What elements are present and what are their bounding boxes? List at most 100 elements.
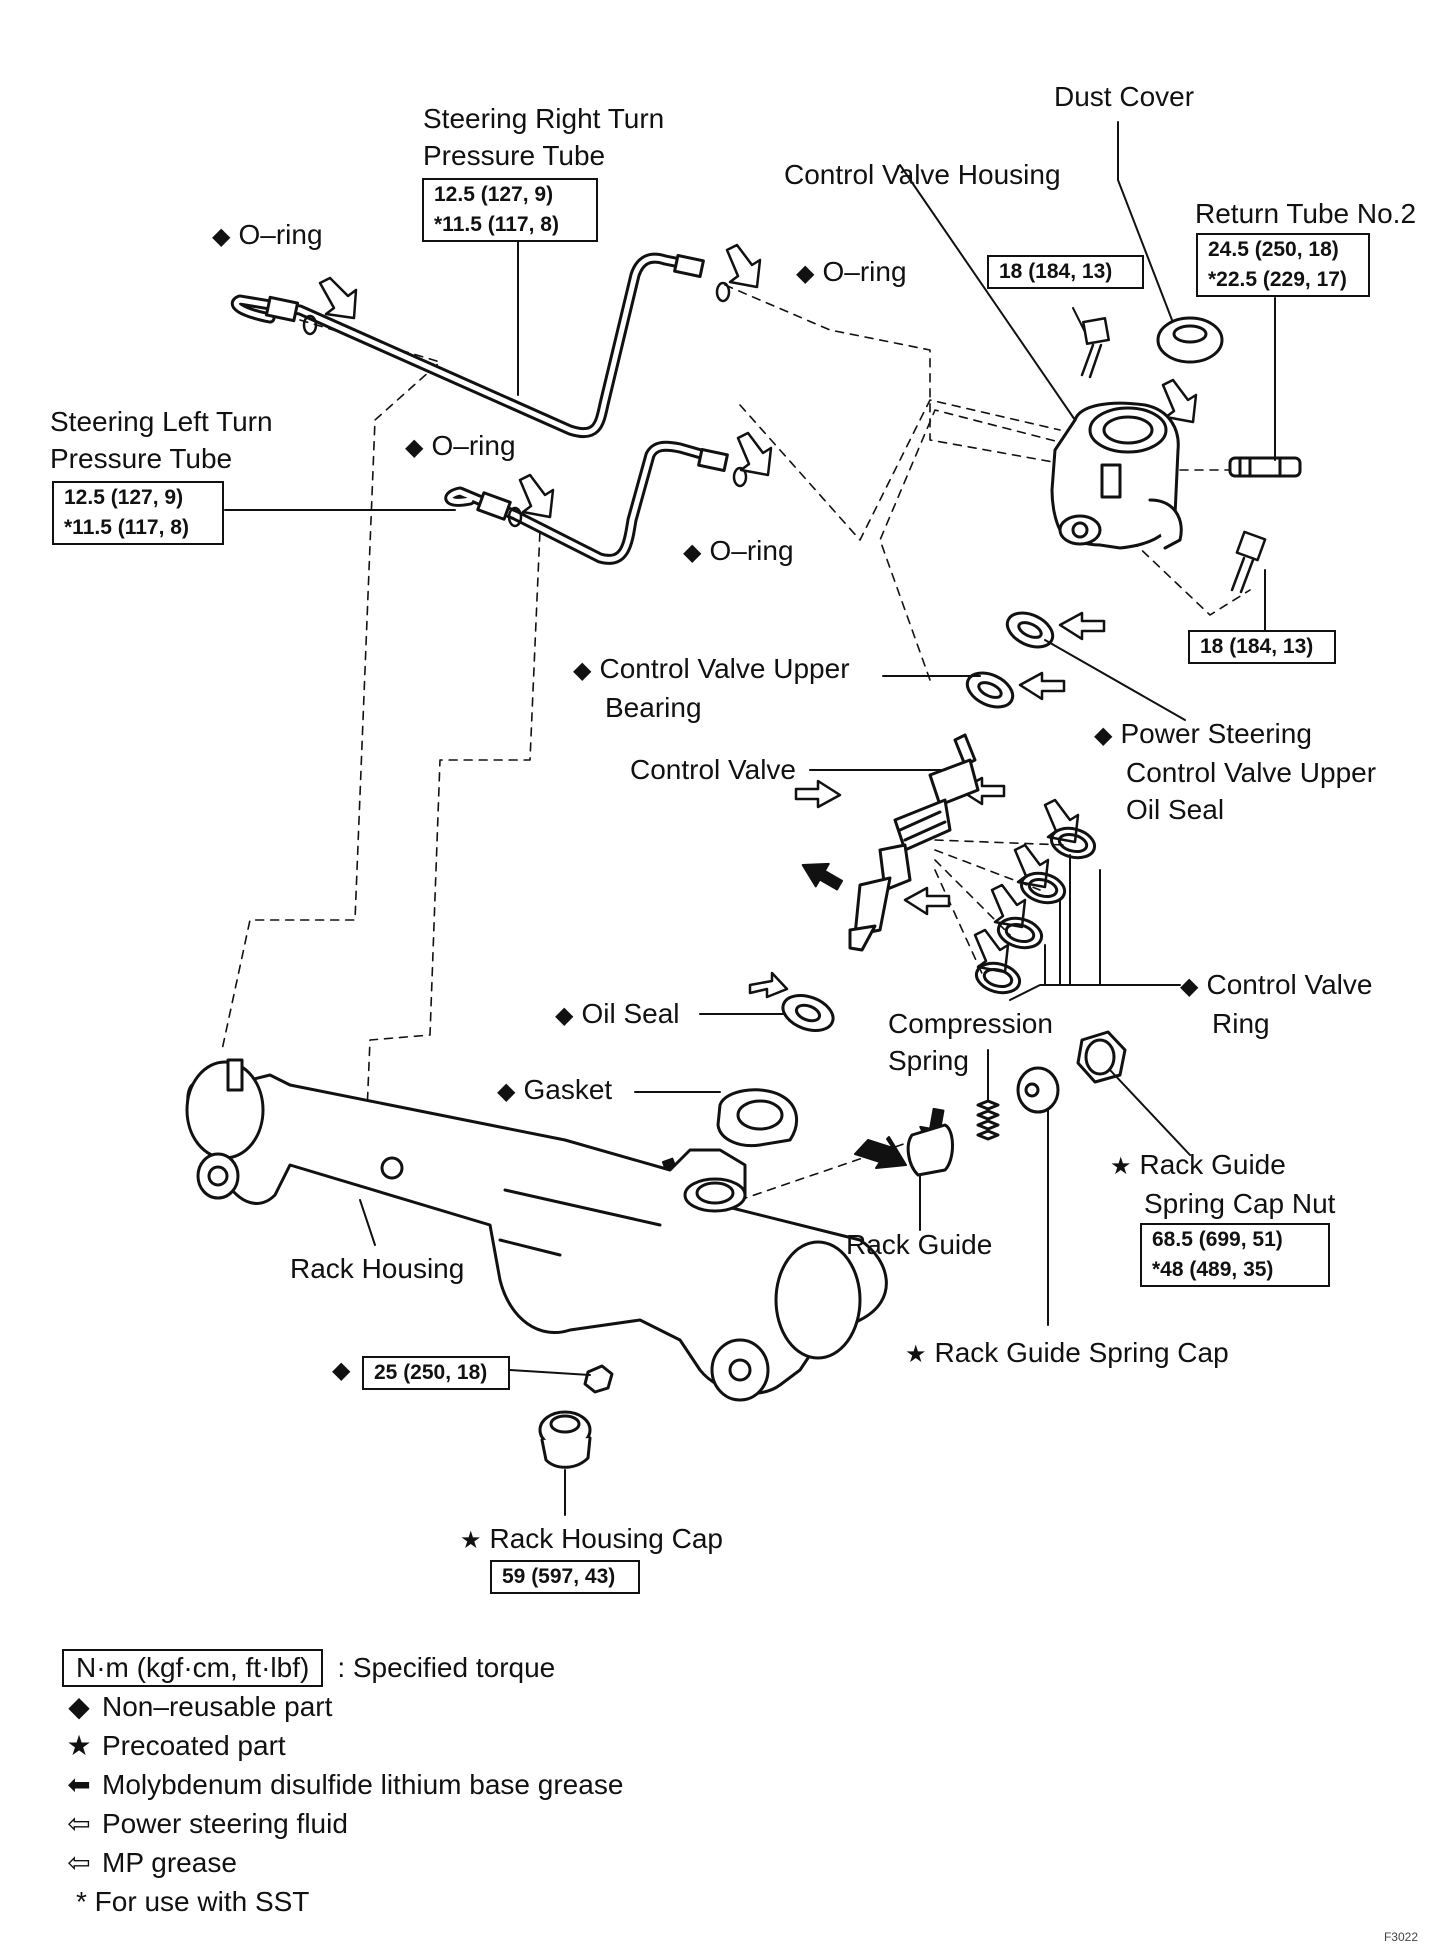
housing-bolt-top-torque: 18 (184, 13) bbox=[987, 255, 1144, 289]
diamond-icon: ◆ bbox=[68, 1691, 90, 1722]
gasket-label: ◆ Gasket bbox=[497, 1071, 612, 1110]
spring-cap-nut-label: ★ Rack Guide Spring Cap Nut bbox=[1110, 1146, 1335, 1222]
precoated-icon: ★ bbox=[905, 1341, 927, 1368]
left-tube-torque: 12.5 (127, 9) *11.5 (117, 8) bbox=[52, 481, 224, 545]
return-tube-torque-std: 24.5 (250, 18) bbox=[1208, 238, 1339, 261]
legend: N·m (kgf·cm, ft·lbf): Specified torque ◆… bbox=[62, 1648, 623, 1921]
legend-moly-grease: ⬅ Molybdenum disulfide lithium base greas… bbox=[62, 1765, 623, 1804]
cv-upper-bearing-line2: Bearing bbox=[605, 692, 702, 723]
spring-cap-label: ★ Rack Guide Spring Cap bbox=[905, 1334, 1229, 1373]
non-reusable-icon: ◆ bbox=[555, 1002, 574, 1029]
spring-line1: Compression bbox=[888, 1008, 1053, 1039]
ps-seal-line1: Power Steering bbox=[1120, 718, 1312, 749]
oil-seal bbox=[781, 994, 835, 1032]
legend-non-reusable: ◆ Non–reusable part bbox=[62, 1687, 623, 1726]
left-turn-pressure-tube bbox=[444, 440, 729, 565]
nut-torque-sst: *48 (489, 35) bbox=[1152, 1258, 1274, 1281]
control-valve-label: Control Valve bbox=[630, 754, 797, 785]
oring-label-4: ◆ O–ring bbox=[683, 532, 794, 571]
compression-spring-label: Compression Spring bbox=[888, 1005, 1053, 1079]
oil-seal-label: ◆ Oil Seal bbox=[555, 995, 680, 1034]
legend-moly-text: Molybdenum disulfide lithium base grease bbox=[102, 1769, 624, 1800]
non-reusable-icon: ◆ bbox=[497, 1078, 516, 1105]
right-turn-pressure-tube bbox=[230, 252, 705, 439]
non-reusable-icon: ◆ bbox=[573, 657, 592, 684]
gasket bbox=[716, 1088, 799, 1148]
rack-guide-label: Rack Guide bbox=[846, 1229, 993, 1260]
left-tube-label: Steering Left Turn Pressure Tube bbox=[50, 403, 273, 477]
legend-non-reusable-text: Non–reusable part bbox=[102, 1691, 333, 1722]
rack-housing-label: Rack Housing bbox=[290, 1253, 465, 1284]
spring-cap-nut-torque: 68.5 (699, 51) *48 (489, 35) bbox=[1140, 1223, 1330, 1287]
oring-text: O–ring bbox=[431, 430, 516, 461]
cv-ring-line2: Ring bbox=[1212, 1008, 1270, 1039]
oring-label-2: ◆ O–ring bbox=[796, 253, 907, 292]
dust-cover-label: Dust Cover bbox=[1054, 81, 1195, 112]
upper-bearing-and-seal bbox=[965, 611, 1055, 709]
star-icon: ★ bbox=[66, 1730, 92, 1761]
ps-upper-oil-seal-label: ◆ Power Steering Control Valve Upper Oil … bbox=[1094, 715, 1376, 828]
left-tube-torque-sst: *11.5 (117, 8) bbox=[64, 516, 189, 539]
right-tube-torque-sst: *11.5 (117, 8) bbox=[434, 213, 559, 236]
nut-line1: Rack Guide bbox=[1139, 1149, 1286, 1180]
gasket-text: Gasket bbox=[523, 1074, 613, 1105]
rack-housing-cap-torque: 59 (597, 43) bbox=[490, 1560, 640, 1594]
precoated-icon: ★ bbox=[460, 1527, 482, 1554]
rack-guide-parts bbox=[906, 1030, 1127, 1177]
housing-nut-torque: 25 (250, 18) bbox=[362, 1356, 510, 1390]
housing-nut-marker: ◆ bbox=[332, 1350, 358, 1389]
right-tube-label: Steering Right Turn Pressure Tube bbox=[423, 100, 664, 174]
nut-line2: Spring Cap Nut bbox=[1144, 1188, 1336, 1219]
oring-label-1: ◆O–ring bbox=[212, 216, 323, 255]
nut-torque-std: 68.5 (699, 51) bbox=[1152, 1228, 1283, 1251]
oring-text: O–ring bbox=[238, 219, 323, 250]
legend-torque: N·m (kgf·cm, ft·lbf): Specified torque bbox=[62, 1648, 623, 1687]
housing-nut-and-cap bbox=[538, 1364, 614, 1469]
non-reusable-icon: ◆ bbox=[1180, 973, 1199, 1000]
oil-seal-text: Oil Seal bbox=[581, 998, 680, 1029]
oring-text: O–ring bbox=[709, 535, 794, 566]
figure-id: F3022 bbox=[1383, 1930, 1418, 1944]
left-tube-label-line2: Pressure Tube bbox=[50, 443, 233, 474]
non-reusable-icon: ◆ bbox=[1094, 722, 1113, 749]
dust-cover bbox=[1156, 316, 1224, 364]
ps-seal-line2: Control Valve Upper bbox=[1126, 757, 1377, 788]
right-tube-label-line2: Pressure Tube bbox=[423, 140, 606, 171]
control-valve bbox=[848, 733, 980, 952]
right-tube-torque-std: 12.5 (127, 9) bbox=[434, 183, 554, 206]
cv-upper-bearing-label: ◆ Control Valve Upper Bearing bbox=[573, 650, 850, 726]
oring-label-3: ◆ O–ring bbox=[405, 427, 516, 466]
return-tube-torque: 24.5 (250, 18) *22.5 (229, 17) bbox=[1196, 233, 1370, 297]
cv-ring-line1: Control Valve bbox=[1206, 969, 1373, 1000]
legend-mp-text: MP grease bbox=[102, 1847, 237, 1878]
housing-bolts bbox=[1080, 317, 1267, 594]
legend-ps-fluid: ⇦ Power steering fluid bbox=[62, 1804, 623, 1843]
legend-sst-note: * For use with SST bbox=[76, 1886, 310, 1917]
control-valve-rings bbox=[974, 826, 1097, 995]
solid-arrow-icon: ⬅ bbox=[67, 1769, 91, 1800]
non-reusable-icon: ◆ bbox=[796, 260, 815, 287]
cv-upper-bearing-line1: Control Valve Upper bbox=[599, 653, 850, 684]
oring-text: O–ring bbox=[822, 256, 907, 287]
legend-ps-fluid-text: Power steering fluid bbox=[102, 1808, 348, 1839]
spring-cap-text: Rack Guide Spring Cap bbox=[934, 1337, 1229, 1368]
return-tube-no2 bbox=[1228, 456, 1302, 478]
hollow-arrow-icon: ⇦ bbox=[67, 1808, 91, 1839]
precoated-icon: ★ bbox=[1110, 1153, 1132, 1180]
left-tube-label-line1: Steering Left Turn bbox=[50, 406, 273, 437]
non-reusable-icon: ◆ bbox=[332, 1357, 351, 1384]
legend-precoated: ★ Precoated part bbox=[62, 1726, 623, 1765]
return-tube-torque-sst: *22.5 (229, 17) bbox=[1208, 268, 1347, 291]
legend-torque-box: N·m (kgf·cm, ft·lbf) bbox=[62, 1649, 324, 1687]
return-tube-label: Return Tube No.2 bbox=[1195, 198, 1417, 229]
rack-housing bbox=[185, 1058, 888, 1402]
fluid-arrows bbox=[318, 243, 1198, 999]
legend-precoated-text: Precoated part bbox=[102, 1730, 286, 1761]
ps-seal-line3: Oil Seal bbox=[1126, 794, 1225, 825]
non-reusable-icon: ◆ bbox=[405, 434, 424, 461]
non-reusable-icon: ◆ bbox=[683, 539, 702, 566]
right-tube-label-line1: Steering Right Turn bbox=[423, 103, 665, 134]
leader-lines bbox=[224, 121, 1276, 1516]
